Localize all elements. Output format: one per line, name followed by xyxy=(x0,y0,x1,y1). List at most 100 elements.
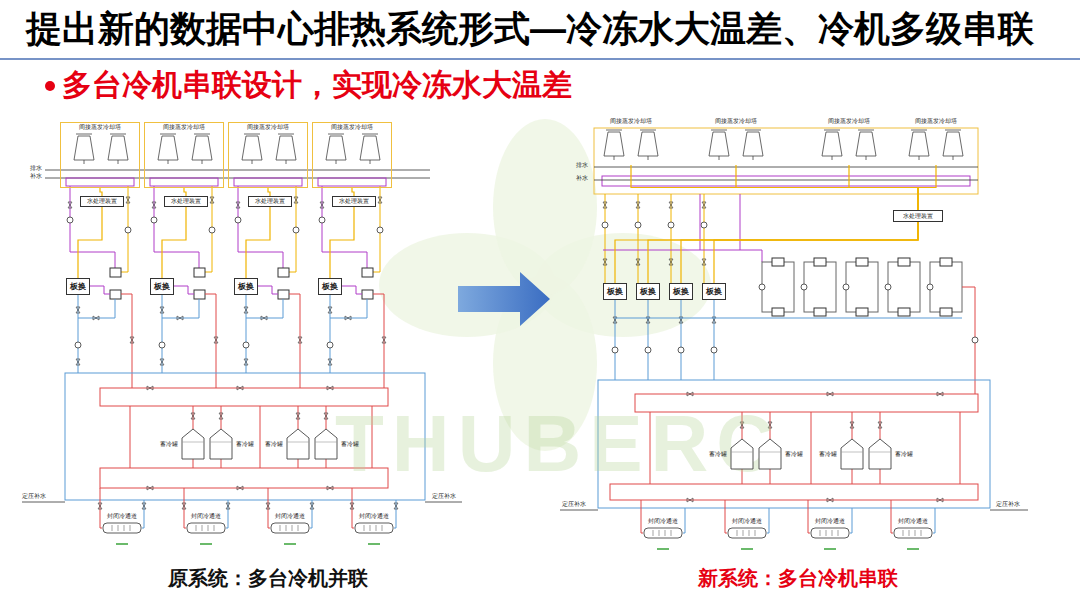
pipe xyxy=(188,294,194,295)
water-treatment-box: 水处理装置 xyxy=(893,210,943,222)
tank-band xyxy=(841,452,863,453)
pipe-label: 定压补水 xyxy=(22,493,46,500)
cooling-water-pipe xyxy=(631,165,918,210)
terminal-unit-shape xyxy=(810,527,850,539)
pipe xyxy=(866,156,867,160)
cooling-tower-unit: 间接蒸发冷却塔 xyxy=(702,117,770,165)
valve-symbol xyxy=(296,413,300,419)
terminal-unit-fin xyxy=(208,525,209,531)
terminal-unit-fin xyxy=(743,530,744,536)
terminal-unit-fin xyxy=(124,525,125,531)
node-text: 间接蒸发冷却塔 xyxy=(61,124,139,131)
valve-symbol xyxy=(382,337,386,343)
pipe xyxy=(310,528,312,529)
tank-outline xyxy=(182,429,204,459)
pipe xyxy=(614,156,615,160)
terminal-unit-fin xyxy=(665,530,666,536)
pipe-loop xyxy=(846,262,878,312)
cooling-tower-unit: 间接蒸发冷却塔 xyxy=(60,122,140,188)
valve-symbol xyxy=(320,202,324,208)
pump-symbol xyxy=(635,222,641,228)
pipe-label: 排水 xyxy=(30,165,42,172)
pump-symbol xyxy=(759,284,765,290)
pump-symbol xyxy=(711,347,717,353)
node-text: 封闭冷通道 xyxy=(107,513,137,520)
pipe xyxy=(70,252,115,253)
node-text: 封闭冷通道 xyxy=(191,513,221,520)
terminal-unit-fin xyxy=(755,530,756,536)
pipe xyxy=(769,508,770,533)
pipe xyxy=(238,252,283,253)
valve-symbol xyxy=(328,359,332,365)
pipe xyxy=(252,160,253,164)
cooling-water-pipe xyxy=(268,188,270,196)
heat-exchanger-box: 板换 xyxy=(603,283,627,300)
tank-band xyxy=(287,442,309,443)
pipe xyxy=(193,459,194,468)
pipe-loop xyxy=(194,290,205,299)
storage-tank: 蓄冷罐 xyxy=(314,428,359,460)
pipe-loop xyxy=(110,268,121,277)
pump-symbol xyxy=(67,217,73,223)
system-caption: 原系统：多台冷机并联 xyxy=(168,567,368,590)
terminal-unit-shape xyxy=(270,522,310,534)
pipe xyxy=(945,130,961,131)
pump-symbol xyxy=(327,342,333,348)
valve-symbol xyxy=(636,202,640,208)
valve-symbol xyxy=(937,498,943,502)
pipe xyxy=(100,488,101,528)
tank-outline xyxy=(315,429,337,459)
pump-symbol xyxy=(377,227,383,233)
pipe xyxy=(286,160,287,164)
cooling-water-pipe xyxy=(184,188,186,196)
tank-band xyxy=(759,452,781,453)
terminal-unit-fin xyxy=(749,530,750,536)
pipe xyxy=(683,533,685,534)
pipe xyxy=(352,528,354,529)
cooling-water-pipe xyxy=(246,207,270,278)
pipe-label: 补水 xyxy=(576,175,588,182)
pipe xyxy=(121,294,132,295)
water-treatment-box: 水处理装置 xyxy=(80,196,124,207)
heat-exchanger-box: 板换 xyxy=(66,278,90,295)
pipe-loop xyxy=(602,176,970,186)
cooling-water-pipe xyxy=(78,207,102,278)
bullet-point: 多台冷机串联设计，实现冷冻水大温差 xyxy=(62,68,572,103)
pipe xyxy=(362,134,378,135)
pump-symbol xyxy=(235,217,241,223)
valve-symbol xyxy=(603,202,607,208)
pipe xyxy=(283,252,284,268)
pipe xyxy=(22,502,65,503)
cooling-tower-unit: 间接蒸发冷却塔 xyxy=(815,117,883,165)
cold-aisle-unit: 封闭冷通道 xyxy=(270,513,310,534)
valve-symbol xyxy=(152,202,156,208)
pipe xyxy=(193,406,194,429)
valve-symbol xyxy=(68,202,72,208)
pipe xyxy=(394,528,396,529)
node-text: 蓄冷罐 xyxy=(341,441,359,448)
cooling-water-pipe xyxy=(681,222,918,283)
pipe xyxy=(352,488,353,528)
tower-symbol xyxy=(326,136,346,160)
pipe xyxy=(960,412,961,484)
pipe xyxy=(104,286,105,294)
pipe-loop xyxy=(150,178,218,186)
valve-symbol xyxy=(827,392,833,396)
cold-aisle-unit: 封闭冷通道 xyxy=(643,518,683,539)
pump-symbol xyxy=(243,342,249,348)
pipe-label: 定压补水 xyxy=(432,493,456,500)
pipe-loop xyxy=(898,258,910,266)
cold-aisle-unit: 封闭冷通道 xyxy=(354,513,394,534)
valve-symbol xyxy=(827,498,833,502)
terminal-unit-fin xyxy=(737,530,738,536)
pump-symbol xyxy=(209,227,215,233)
terminal-unit-fin xyxy=(826,530,827,536)
pump-symbol xyxy=(972,337,978,343)
pipe-loop xyxy=(762,262,794,312)
pump-symbol xyxy=(125,227,131,233)
pipe xyxy=(640,130,656,131)
pipe xyxy=(911,130,927,131)
pipe xyxy=(326,459,327,468)
tank-shape xyxy=(840,438,864,470)
tank-shape xyxy=(314,428,338,460)
